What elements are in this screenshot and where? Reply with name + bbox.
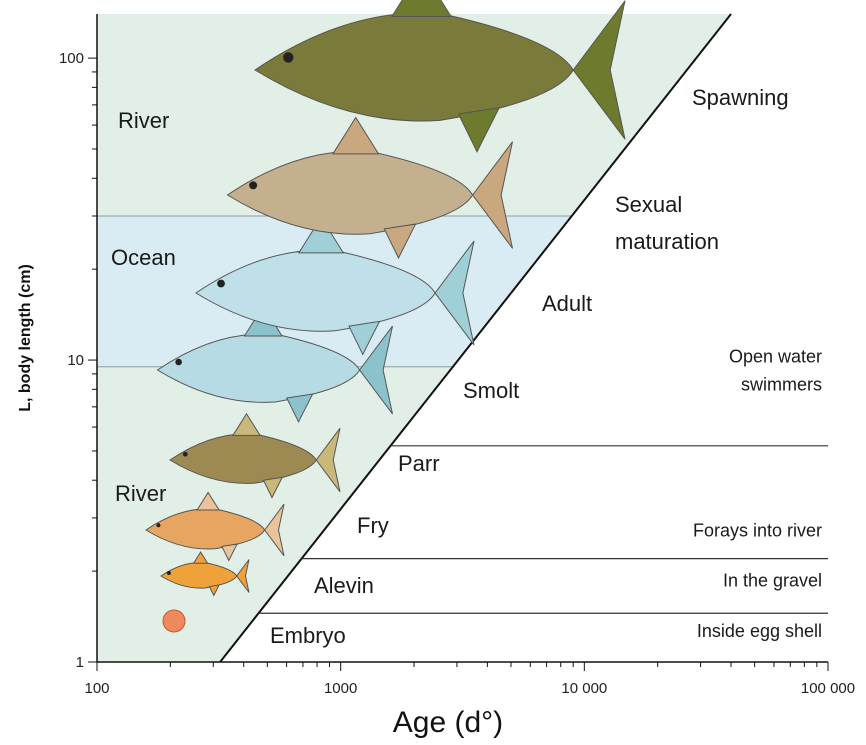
life-stage-label: Alevin bbox=[314, 573, 374, 598]
fish-eye bbox=[156, 523, 160, 527]
life-stage-label: Sexual bbox=[615, 192, 682, 217]
fish-eye bbox=[283, 52, 293, 62]
fish-dorsal-fin bbox=[392, 0, 451, 17]
y-tick-label: 10 bbox=[67, 352, 84, 369]
x-tick-label: 100 bbox=[84, 680, 109, 697]
habitat-label: River bbox=[118, 108, 169, 133]
x-tick-label: 1000 bbox=[324, 680, 357, 697]
habitat-label: River bbox=[115, 481, 166, 506]
fish-eye bbox=[183, 452, 188, 457]
y-axis-title: L, body length (cm) bbox=[17, 264, 34, 412]
life-stage-label: Adult bbox=[542, 291, 592, 316]
behaviour-label: Forays into river bbox=[693, 521, 822, 541]
fish-eye bbox=[167, 571, 171, 575]
life-stage-label: Fry bbox=[357, 513, 389, 538]
x-tick-label: 10 000 bbox=[561, 680, 607, 697]
egg-shape bbox=[163, 610, 185, 632]
life-stage-label: Spawning bbox=[692, 85, 789, 110]
life-stage-label: maturation bbox=[615, 229, 719, 254]
behaviour-label: In the gravel bbox=[723, 570, 822, 590]
fish-eye bbox=[249, 181, 257, 189]
life-stage-label: Embryo bbox=[270, 623, 346, 648]
y-tick-label: 1 bbox=[76, 654, 84, 671]
habitat-label: Ocean bbox=[111, 245, 176, 270]
behaviour-label: Inside egg shell bbox=[697, 621, 822, 641]
x-axis-title: Age (d°) bbox=[393, 706, 503, 739]
life-stage-label: Smolt bbox=[463, 378, 519, 403]
behaviour-label: Open water bbox=[729, 347, 822, 367]
fish-eye bbox=[217, 280, 225, 288]
x-tick-label: 100 000 bbox=[801, 680, 855, 697]
behaviour-label: swimmers bbox=[741, 375, 822, 395]
life-stage-label: Parr bbox=[398, 451, 440, 476]
fish-egg bbox=[163, 610, 185, 632]
y-tick-label: 100 bbox=[59, 50, 84, 67]
fish-eye bbox=[175, 359, 182, 366]
habitat-zone bbox=[97, 367, 453, 662]
